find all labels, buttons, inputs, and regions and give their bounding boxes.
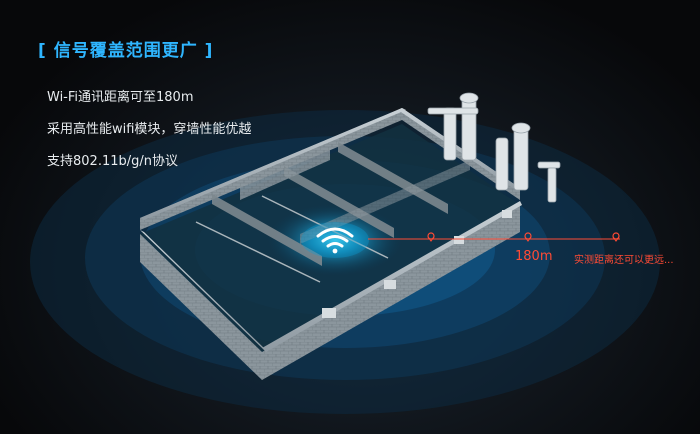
building-walls (140, 108, 522, 380)
location-pin-icon (427, 232, 435, 242)
range-indicator (368, 232, 620, 242)
location-pin-icon (524, 232, 532, 242)
feature-module: 采用高性能wifi模块，穿墙性能优越 (47, 122, 252, 137)
feature-range: Wi-Fi通讯距离可至180m (47, 90, 194, 105)
feature-protocol: 支持802.11b/g/n协议 (47, 154, 178, 169)
location-pin-icon (612, 232, 620, 242)
pipes-towers (427, 92, 561, 203)
farther-note: 实测距离还可以更远... (574, 255, 674, 266)
distance-label: 180m (515, 249, 553, 264)
headline: [ 信号覆盖范围更广 ] (38, 41, 214, 61)
wifi-icon (301, 222, 369, 258)
